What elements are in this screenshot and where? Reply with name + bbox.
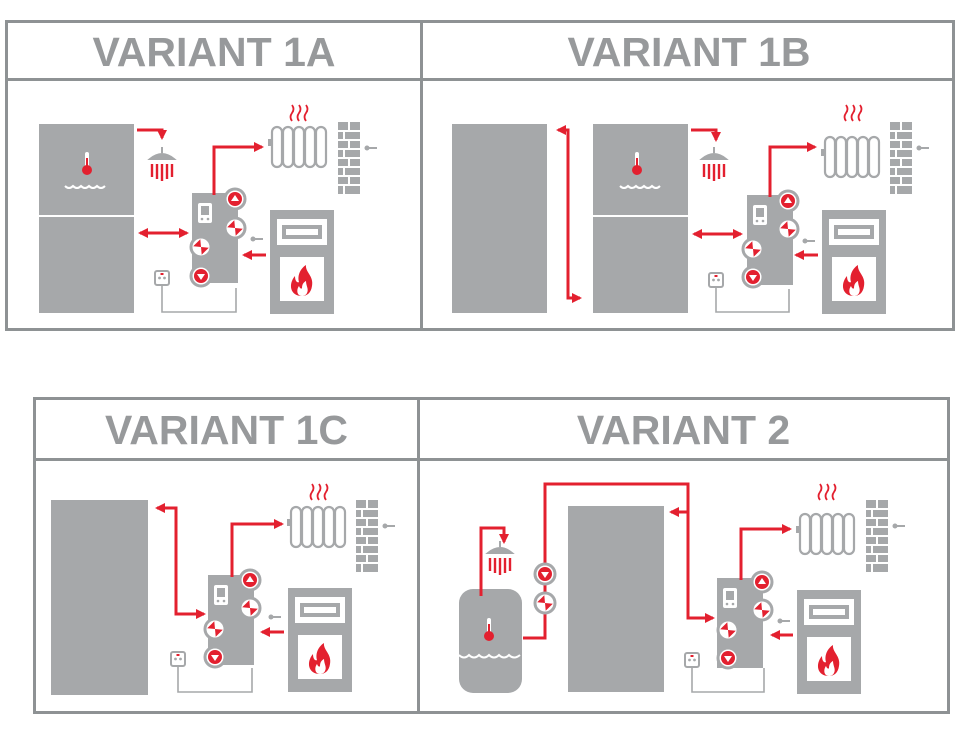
pipes: [137, 128, 266, 261]
pipes: [154, 502, 285, 638]
storage-tank-icon: [593, 124, 688, 313]
valve-icon: [533, 591, 557, 615]
shower-icon: [486, 539, 514, 577]
buffer-tank-icon: [452, 124, 547, 313]
variant-1a-title: VARIANT 1A: [92, 29, 336, 75]
storage-tank-icon: [39, 124, 134, 313]
pump-icon: [750, 570, 774, 594]
panel-divider-bottom: [417, 397, 420, 714]
heat-waves-icon: [817, 483, 837, 501]
brick-wall-icon: [865, 499, 889, 573]
pump-icon: [716, 646, 740, 670]
pump-icon: [533, 562, 557, 586]
header-divider-top: [5, 78, 955, 81]
buffer-tank-icon: [51, 500, 148, 695]
pipes: [479, 482, 793, 641]
variant-1c-title: VARIANT 1C: [105, 407, 348, 453]
hot-water-cylinder-icon: [458, 589, 522, 693]
variant-1b-title: VARIANT 1B: [567, 29, 811, 75]
power-socket-icon: [684, 652, 700, 668]
valve-icon: [716, 618, 740, 642]
valve-icon: [750, 598, 774, 622]
variant-2-title: VARIANT 2: [576, 407, 791, 453]
pipes: [555, 124, 818, 304]
boiler-icon: [797, 590, 861, 694]
header-divider-bottom: [33, 458, 950, 461]
buffer-tank-icon: [568, 506, 664, 692]
radiator-icon: [794, 512, 856, 556]
panel-divider-top: [420, 20, 423, 331]
